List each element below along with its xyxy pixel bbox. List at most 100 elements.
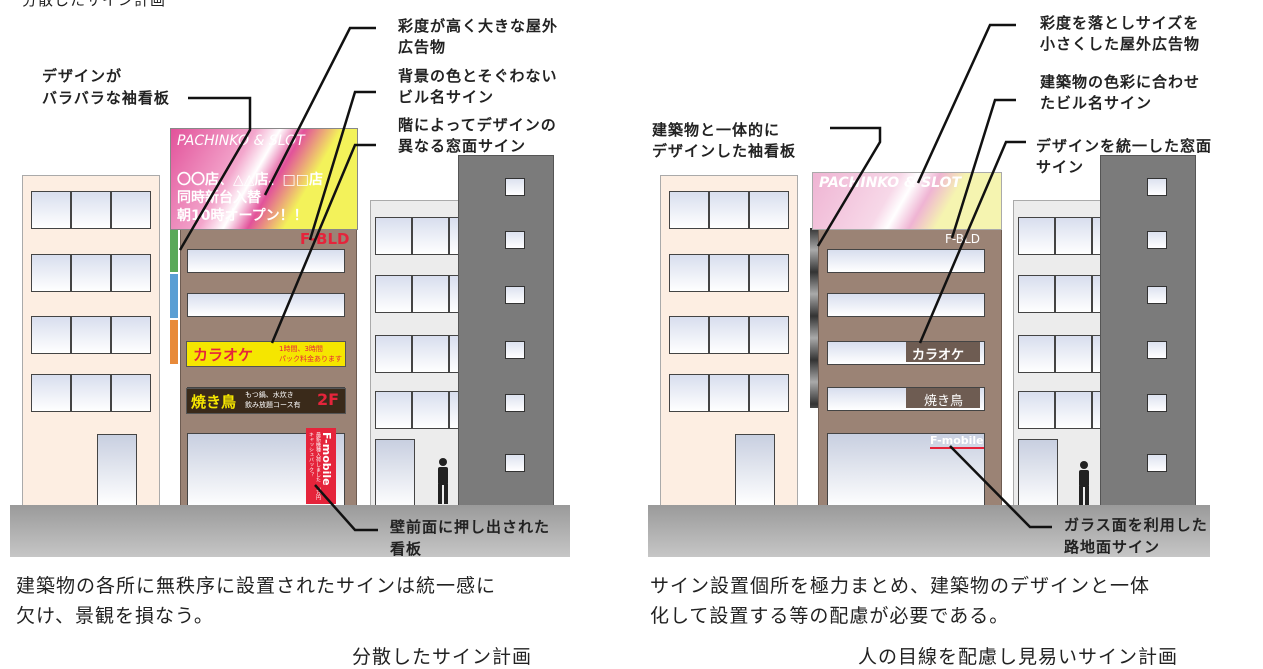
door xyxy=(375,439,415,509)
window xyxy=(749,254,789,292)
window xyxy=(749,374,789,412)
annotation-building-name-line2: ビル名サイン xyxy=(398,88,495,106)
right-illustration: PACHINKO & SLOT F-BLD カラオケ 焼き鳥 F-mobile xyxy=(648,155,1210,557)
karaoke-window-sign: カラオケ xyxy=(906,342,980,363)
window xyxy=(31,316,71,354)
ground xyxy=(10,505,570,557)
right-caption-line1: サイン設置個所を極力まとめ、建築物のデザインと一体 xyxy=(650,575,1151,597)
window xyxy=(827,293,985,317)
yakitori-window-sign: 焼き鳥 xyxy=(906,388,980,409)
billboard-title: PACHINKO & SLOT xyxy=(177,133,305,149)
window xyxy=(505,341,525,359)
yakitori-name: 焼き鳥 xyxy=(924,394,964,409)
left-dark-tower xyxy=(458,155,554,510)
annotation-window-line2: 異なる窓面サイン xyxy=(398,137,527,155)
annotation-window-line2: サイン xyxy=(1036,158,1085,176)
door xyxy=(1018,439,1058,509)
window xyxy=(71,374,111,412)
annotation-projecting-line1: 建築物と一体的に xyxy=(652,121,781,139)
annotation-glass-line1: ガラス面を利用した xyxy=(1064,516,1208,534)
window xyxy=(505,231,525,249)
projecting-sign-unified xyxy=(810,228,818,408)
left-caption-line2: 欠け、景観を損なう。 xyxy=(16,605,214,627)
billboard-line3: 朝10時オープン！！ xyxy=(177,208,308,224)
window xyxy=(111,191,151,229)
right-title: 人の目線を配慮し見易いサイン計画 xyxy=(858,646,1179,668)
annotation-projecting-line1: デザインが xyxy=(42,67,123,85)
window xyxy=(709,191,749,229)
window xyxy=(111,254,151,292)
window xyxy=(749,191,789,229)
window xyxy=(1147,454,1167,472)
window xyxy=(709,374,749,412)
left-beige-building xyxy=(22,175,160,507)
window xyxy=(31,254,71,292)
window xyxy=(1018,391,1055,429)
window xyxy=(1147,394,1167,412)
window xyxy=(187,249,345,273)
window xyxy=(1147,178,1167,196)
yakitori-window-sign: 焼き鳥 もつ鍋、水炊き 飲み放題コース有 2F xyxy=(186,388,346,414)
annotation-projecting-line2: バラバラな袖看板 xyxy=(42,89,170,107)
projecting-sign-green xyxy=(170,228,178,272)
window xyxy=(1055,275,1092,313)
window xyxy=(1147,286,1167,304)
window xyxy=(71,191,111,229)
karaoke-name: カラオケ xyxy=(912,348,965,363)
karaoke-name: カラオケ xyxy=(193,346,254,364)
window xyxy=(1147,341,1167,359)
window xyxy=(669,254,709,292)
window xyxy=(375,391,412,429)
annotation-building-name-line1: 背景の色とそぐわない xyxy=(398,67,558,85)
pedestrian-icon xyxy=(1079,461,1089,506)
billboard-line2: 同時新台入替 xyxy=(177,190,261,206)
annotation-rooftop-line1: 彩度を落としサイズを xyxy=(1040,14,1200,32)
yakitori-detail2: 飲み放題コース有 xyxy=(245,401,301,409)
right-caption-line2: 化して設置する等の配慮が必要である。 xyxy=(650,605,1010,627)
annotation-rooftop-line2: 広告物 xyxy=(398,38,447,56)
window xyxy=(1055,335,1092,373)
yakitori-detail1: もつ鍋、水炊き xyxy=(245,391,294,399)
window xyxy=(412,335,449,373)
window xyxy=(669,374,709,412)
window xyxy=(669,316,709,354)
annotation-rooftop-line1: 彩度が高く大きな屋外 xyxy=(398,17,559,35)
window xyxy=(1018,335,1055,373)
window xyxy=(669,191,709,229)
window xyxy=(1018,275,1055,313)
window xyxy=(31,191,71,229)
annotation-wall-line2: 看板 xyxy=(390,540,423,558)
window xyxy=(749,316,789,354)
mobile-glass-sign: F-mobile xyxy=(930,434,984,449)
window xyxy=(505,178,525,196)
annotation-rooftop-line2: 小さくした屋外広告物 xyxy=(1040,35,1201,53)
window xyxy=(111,316,151,354)
left-title: 分散したサイン計画 xyxy=(352,646,533,668)
top-note: 分散したサイン計画 xyxy=(22,0,167,9)
door xyxy=(97,434,137,506)
projecting-sign-orange xyxy=(170,320,178,364)
window xyxy=(1055,217,1092,255)
left-leader-lines xyxy=(178,26,378,532)
window xyxy=(412,391,449,429)
window xyxy=(187,293,345,317)
pedestrian-icon xyxy=(438,458,448,504)
mobile-name: F-mobile xyxy=(320,432,333,486)
ground xyxy=(648,505,1210,557)
door xyxy=(735,434,775,506)
annotation-building-name-line1: 建築物の色彩に合わせ xyxy=(1040,73,1201,91)
karaoke-window-sign: カラオケ 1時間、3時間 パック料金あります xyxy=(186,341,346,367)
window xyxy=(505,286,525,304)
right-beige-building xyxy=(660,175,798,507)
window xyxy=(375,217,412,255)
window xyxy=(505,454,525,472)
annotation-window-line1: デザインを統一した窓面 xyxy=(1036,137,1213,155)
annotation-projecting-line2: デザインした袖看板 xyxy=(652,142,797,160)
projecting-sign-blue xyxy=(170,274,178,318)
annotation-glass-line2: 路地面サイン xyxy=(1064,538,1161,556)
window xyxy=(31,374,71,412)
right-leader-lines xyxy=(816,23,1052,529)
annotation-window-line1: 階によってデザインの xyxy=(398,116,557,134)
window xyxy=(412,275,449,313)
karaoke-detail1: 1時間、3時間 xyxy=(279,345,323,353)
